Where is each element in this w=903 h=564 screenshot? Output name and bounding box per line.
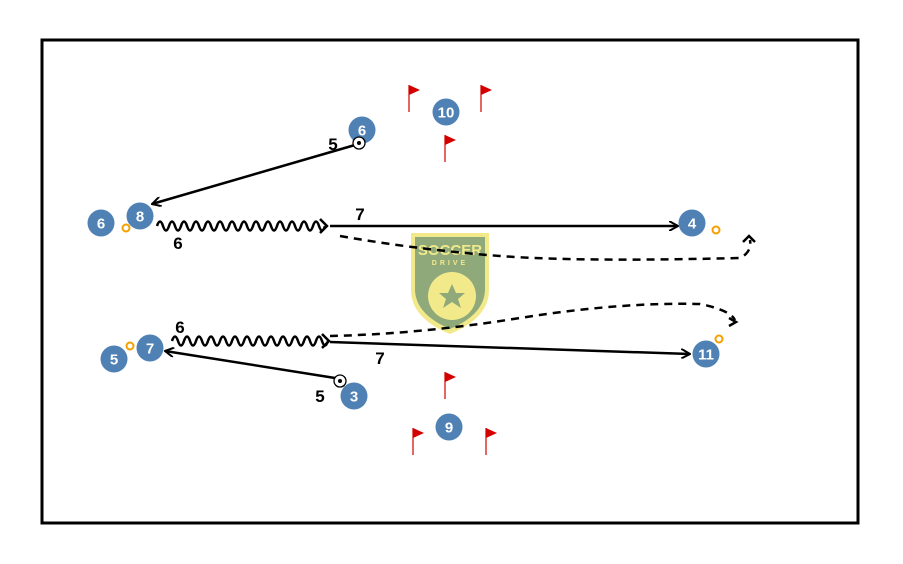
logo-text-drive: DRIVE bbox=[432, 260, 468, 267]
ball-icon bbox=[333, 374, 347, 388]
dribble-arrowhead-bottom bbox=[321, 333, 331, 349]
pass-arrow-3-to-7 bbox=[165, 351, 336, 380]
flag-icon bbox=[480, 85, 492, 112]
cone-icon bbox=[125, 341, 135, 351]
run-arrowhead-top bbox=[742, 234, 756, 243]
pass-arrow-6-to-8 bbox=[152, 143, 356, 204]
pass-arrow-7-to-11 bbox=[329, 340, 690, 354]
cone-icon bbox=[711, 225, 721, 235]
cone-icon bbox=[714, 334, 724, 344]
player-marker: 7 bbox=[136, 334, 164, 362]
flag-icon bbox=[412, 428, 424, 455]
player-marker: 10 bbox=[432, 98, 460, 126]
player-number: 6 bbox=[97, 216, 105, 233]
flag-icon bbox=[408, 85, 420, 112]
player-number: 11 bbox=[698, 347, 714, 364]
player-marker: 9 bbox=[435, 413, 463, 441]
player-marker: 5 bbox=[100, 345, 128, 373]
player-number: 8 bbox=[136, 209, 144, 226]
dribble-line-top bbox=[155, 220, 327, 232]
action-label: 6 bbox=[175, 318, 184, 337]
soccer-drive-logo: SOCCER DRIVE bbox=[411, 233, 489, 334]
action-label: 6 bbox=[173, 234, 182, 253]
action-label: 5 bbox=[328, 135, 337, 154]
ball-icon bbox=[352, 136, 366, 150]
run-line-top bbox=[339, 234, 752, 261]
player-marker: 6 bbox=[87, 209, 115, 237]
dribble-arrowhead-top bbox=[319, 218, 329, 234]
player-number: 9 bbox=[445, 420, 453, 437]
player-number: 4 bbox=[688, 216, 697, 233]
action-label: 7 bbox=[355, 205, 364, 224]
flag-icon bbox=[485, 428, 497, 455]
dribble-line-bottom bbox=[170, 335, 330, 347]
flag-icon bbox=[444, 135, 456, 162]
player-marker: 4 bbox=[678, 209, 706, 237]
player-number: 6 bbox=[358, 123, 366, 140]
flag-icon bbox=[444, 372, 456, 399]
run-line-bottom bbox=[329, 302, 737, 338]
run-arrowhead-bottom bbox=[728, 316, 739, 328]
player-marker: 6 bbox=[348, 116, 376, 144]
action-label: 7 bbox=[375, 349, 384, 368]
player-number: 10 bbox=[438, 105, 455, 122]
cone-icon bbox=[121, 223, 131, 233]
player-number: 3 bbox=[350, 389, 358, 406]
player-marker: 11 bbox=[692, 340, 720, 368]
logo-text-soccer: SOCCER bbox=[418, 242, 482, 259]
player-number: 7 bbox=[146, 341, 154, 358]
player-marker: 3 bbox=[340, 382, 368, 410]
action-label: 5 bbox=[315, 387, 324, 406]
player-marker: 8 bbox=[126, 202, 154, 230]
player-number: 5 bbox=[110, 352, 118, 369]
